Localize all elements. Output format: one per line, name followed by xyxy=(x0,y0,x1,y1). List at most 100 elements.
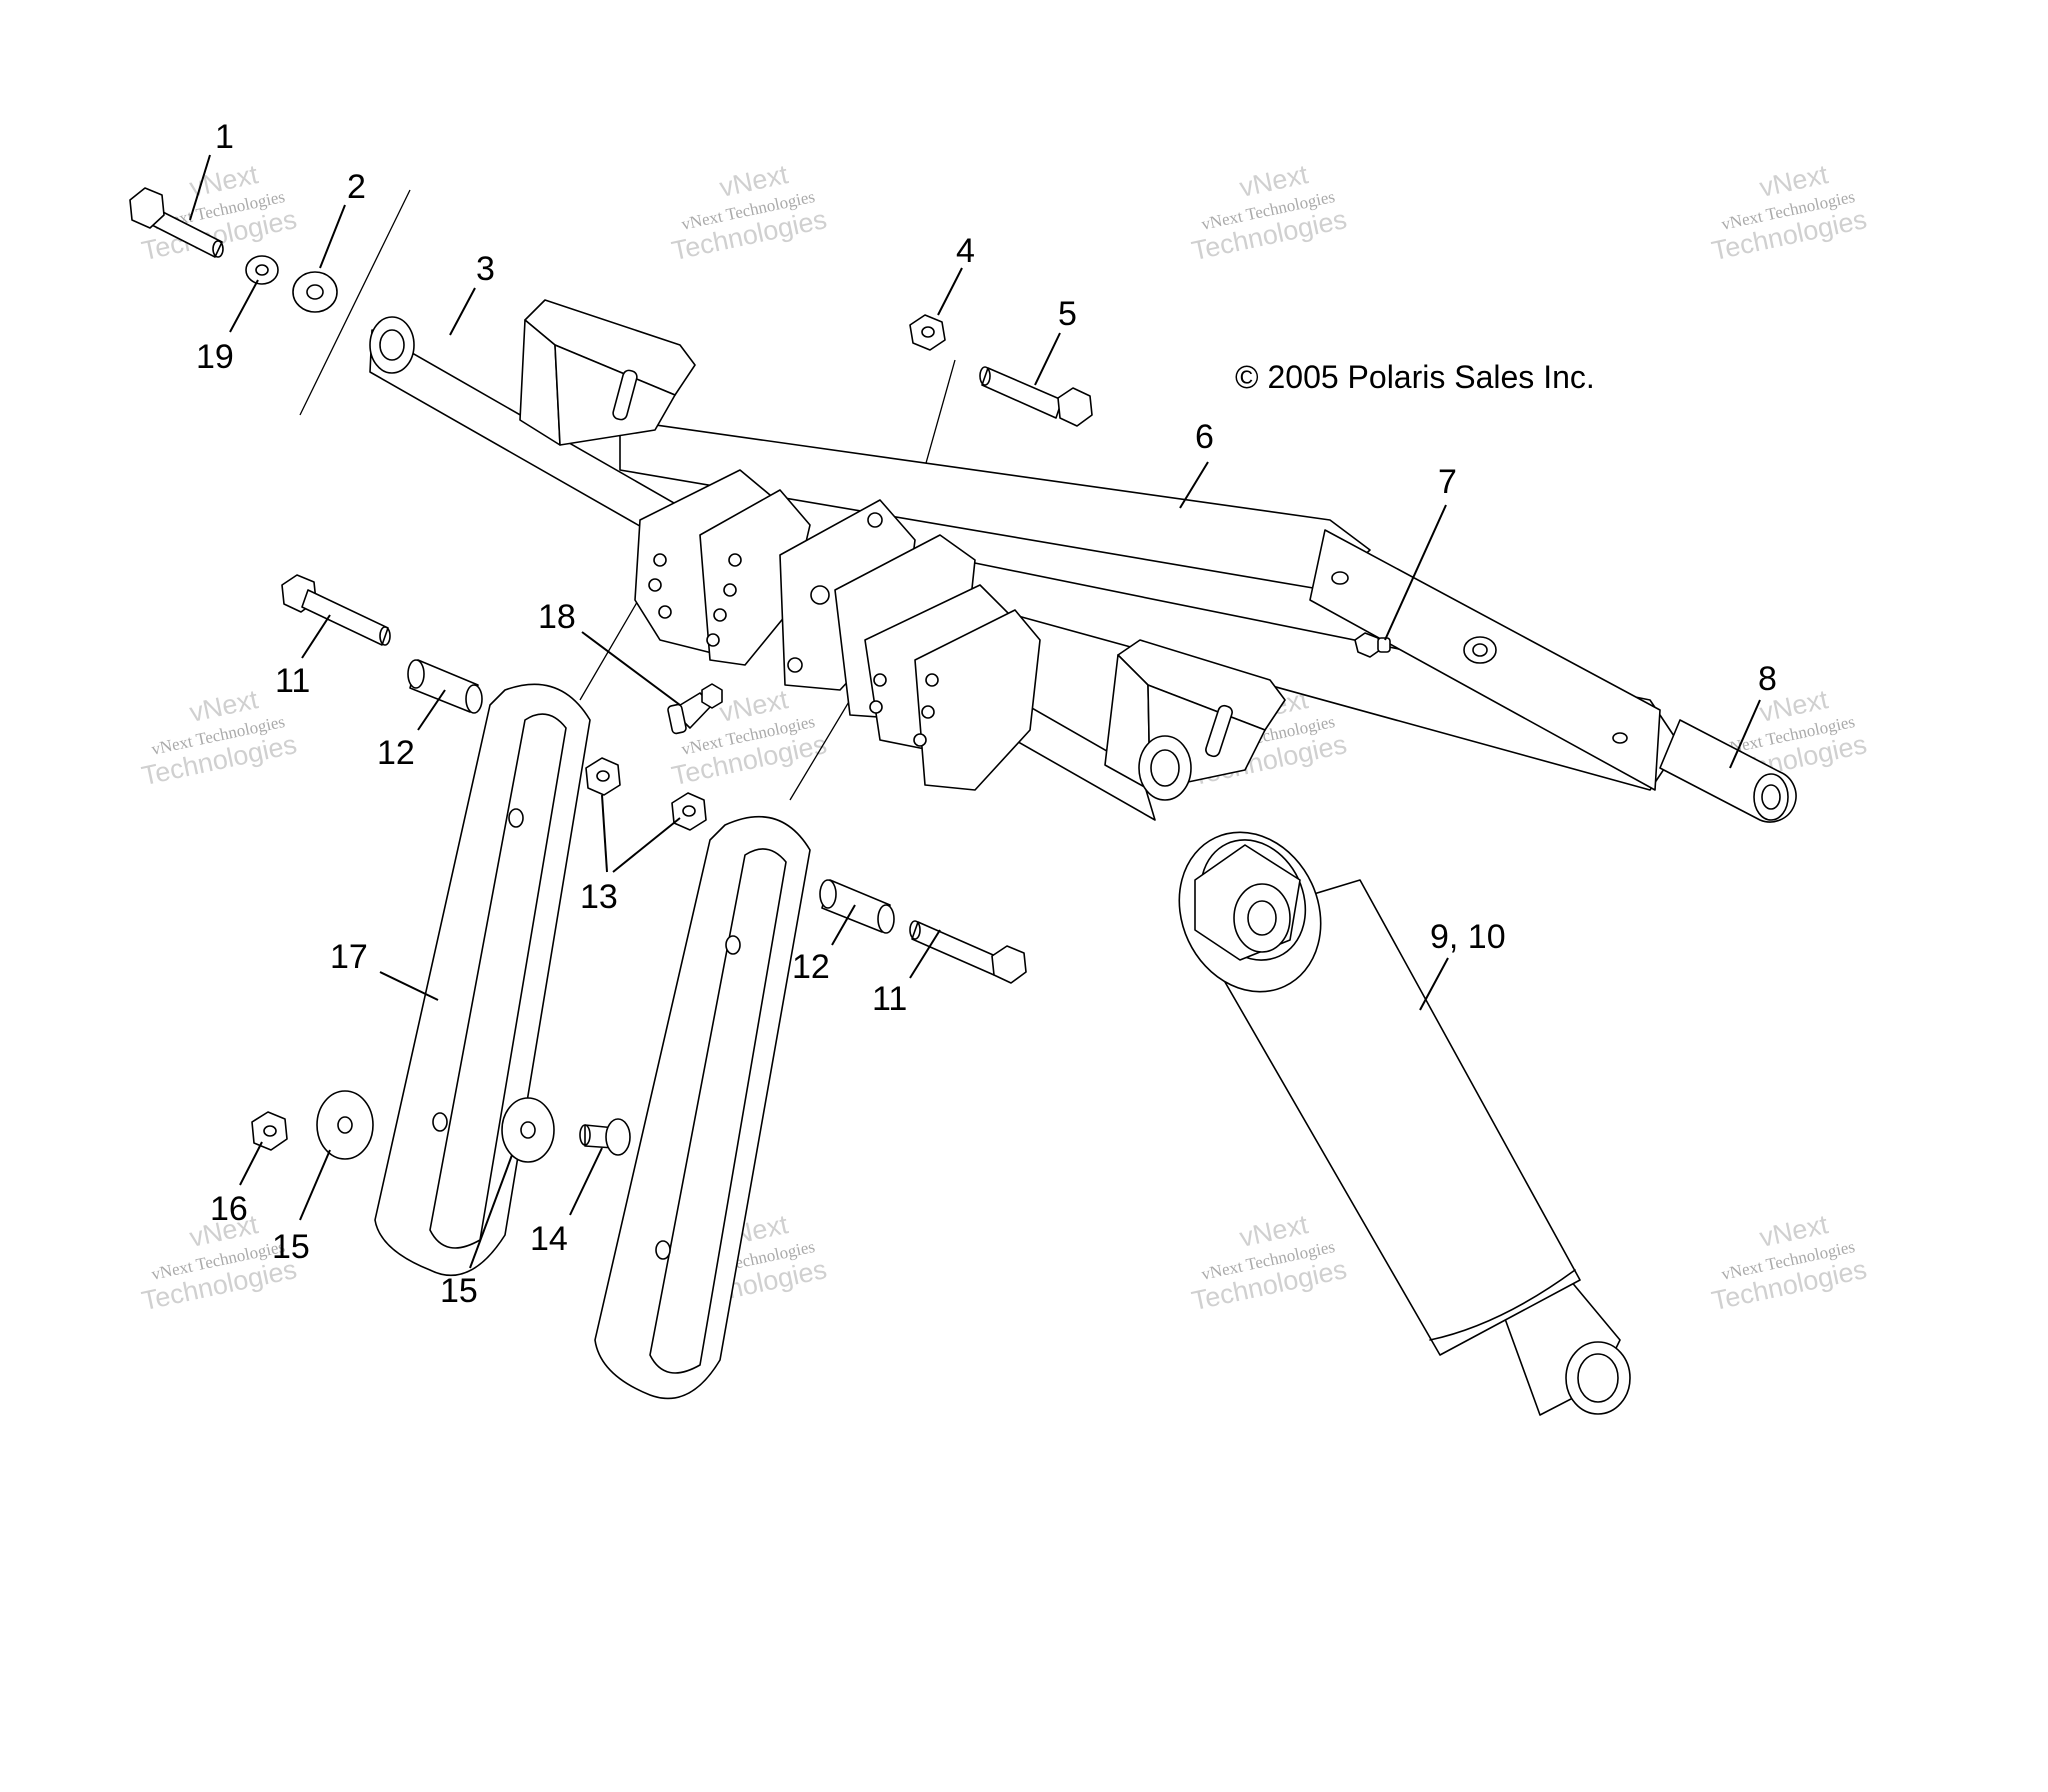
grease-fitting-stem xyxy=(667,703,687,735)
part-13-nut-right xyxy=(671,792,707,831)
hex-head xyxy=(1057,387,1093,427)
hex-nut-hole xyxy=(682,805,696,817)
center-mount-brackets xyxy=(634,469,1041,791)
watermark: vNext vNext Technologies Technologies xyxy=(669,159,829,266)
bracket-hole xyxy=(810,585,830,605)
bracket-hole xyxy=(873,673,887,687)
left-rail-clip xyxy=(519,299,696,446)
bolt-tip xyxy=(579,1124,591,1146)
callout-4: 4 xyxy=(956,232,975,270)
leader-line-13-right xyxy=(612,817,681,873)
leader-line-2 xyxy=(319,204,346,269)
part-12-spacer-upper xyxy=(407,659,483,714)
link-arm-body xyxy=(374,683,591,1277)
callout-3: 3 xyxy=(476,250,495,288)
part-15-washer-right xyxy=(501,1097,555,1163)
leader-line-11-upper xyxy=(301,614,331,659)
torque-arm-assembly xyxy=(619,419,1797,823)
bolt-tip xyxy=(212,240,224,258)
part-19-washer xyxy=(245,255,279,285)
bracket-hole xyxy=(728,553,742,567)
leader-line-12-upper xyxy=(417,689,446,731)
watermark: vNext vNext Technologies Technologies xyxy=(1189,159,1349,266)
callout-15-left: 15 xyxy=(272,1228,310,1266)
link-arm-hole xyxy=(725,935,741,955)
rear-pivot-tube-bore xyxy=(1761,784,1781,810)
front-shaft-end xyxy=(1138,735,1192,801)
spacer-end xyxy=(407,659,425,689)
leader-line-17 xyxy=(379,971,439,1001)
callout-14: 14 xyxy=(530,1220,568,1258)
torque-arm-hole xyxy=(1331,571,1349,585)
hex-head xyxy=(129,187,165,229)
part-15-washer-left xyxy=(316,1090,374,1160)
hex-nut xyxy=(251,1111,288,1151)
callout-1: 1 xyxy=(215,118,234,156)
callouts: 1 2 3 4 5 6 7 8 9, 10 11 11 12 12 13 14 … xyxy=(196,118,1777,1310)
bolt-tip xyxy=(909,920,921,940)
torque-arm-hole xyxy=(1612,732,1628,744)
leader-line-19 xyxy=(229,279,259,333)
leader-line-13-left xyxy=(601,794,608,873)
bracket-hole xyxy=(921,705,935,719)
bracket-hole xyxy=(653,553,667,567)
washer xyxy=(501,1097,555,1163)
hex-nut-hole xyxy=(921,326,935,338)
link-arm-hole xyxy=(508,808,524,828)
grease-fitting-hex xyxy=(701,683,723,709)
spacer-end xyxy=(819,879,837,909)
bolt-shank xyxy=(911,921,1001,976)
watermark: vNext vNext Technologies Technologies xyxy=(1709,1209,1869,1316)
watermark: vNext vNext Technologies Technologies xyxy=(1709,159,1869,266)
leader-line-3 xyxy=(449,287,476,336)
part-7-grease-fitting xyxy=(1354,632,1391,658)
callout-2: 2 xyxy=(347,168,366,206)
spacer-end xyxy=(465,684,483,714)
hex-nut xyxy=(585,757,621,796)
leader-line-18 xyxy=(581,631,681,706)
washer-hole xyxy=(306,284,324,300)
part-1-bolt xyxy=(129,187,224,258)
leader-line-15-left xyxy=(299,1149,331,1221)
callout-8: 8 xyxy=(1758,660,1777,698)
part-5-bolt xyxy=(979,366,1093,427)
part-14-bolt xyxy=(579,1118,631,1156)
shock-lower-bore xyxy=(1577,1353,1619,1403)
leader-line-9-10 xyxy=(1419,957,1449,1011)
part-18-grease-fitting xyxy=(667,683,723,735)
link-arm-right xyxy=(594,815,811,1400)
link-arm-body xyxy=(594,815,811,1400)
callout-12-upper: 12 xyxy=(377,734,415,772)
callout-19: 19 xyxy=(196,338,234,376)
shock-upper-bore xyxy=(1247,900,1277,936)
callout-9-10: 9, 10 xyxy=(1430,918,1506,956)
bolt-shank xyxy=(981,367,1063,419)
part-13-nut-left xyxy=(585,757,621,796)
spacer-end xyxy=(877,904,895,934)
grease-port-hole xyxy=(1472,643,1488,657)
leader-line-14 xyxy=(569,1147,603,1216)
bracket-hole xyxy=(867,512,883,528)
leader-line-4 xyxy=(937,267,963,316)
front-shaft-end xyxy=(369,316,415,374)
washer-hole xyxy=(520,1121,536,1139)
callout-11-lower: 11 xyxy=(872,980,907,1018)
hex-nut xyxy=(671,792,707,831)
bracket-hole xyxy=(723,583,737,597)
washer xyxy=(316,1090,374,1160)
part-4-nut xyxy=(909,314,946,351)
washer xyxy=(292,271,338,313)
callout-15-right: 15 xyxy=(440,1272,478,1310)
hex-nut xyxy=(909,314,946,351)
link-arm-slot xyxy=(649,848,787,1374)
hex-nut-hole xyxy=(596,770,610,782)
washer xyxy=(245,255,279,285)
watermark: vNext vNext Technologies Technologies xyxy=(1189,1209,1349,1316)
rail-clip-slot xyxy=(612,369,638,421)
part-11-bolt-upper xyxy=(281,574,391,646)
bracket-hole xyxy=(658,605,672,619)
part-11-bolt-lower xyxy=(909,920,1027,984)
callout-17: 17 xyxy=(330,938,368,976)
part-16-nut xyxy=(251,1111,288,1151)
